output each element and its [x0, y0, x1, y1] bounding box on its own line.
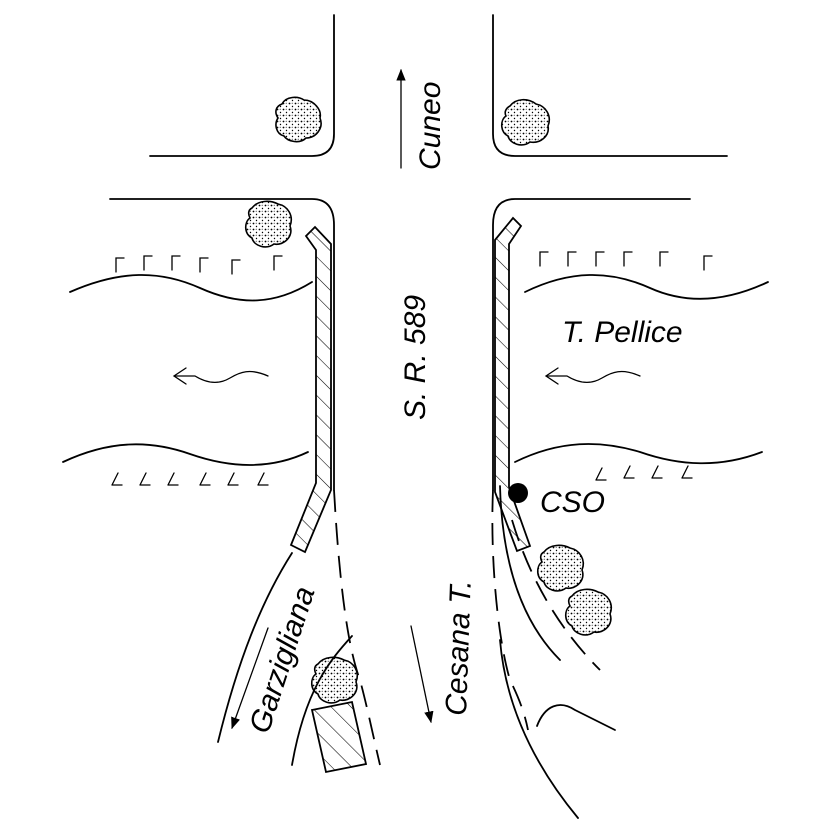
tree-icon	[244, 200, 293, 248]
southwest-hatched-block	[310, 700, 368, 774]
southwest-road-label: Garzigliana	[243, 583, 321, 738]
cso-marker	[508, 483, 528, 503]
south-road-label: Cesana T.	[440, 580, 478, 717]
east-parapet	[494, 216, 532, 553]
tree-icon	[536, 544, 585, 592]
river-label: T. Pellice	[562, 316, 683, 349]
north-road	[109, 14, 728, 491]
tree-icon	[275, 96, 322, 143]
river-banks	[62, 274, 769, 466]
trees	[244, 96, 613, 704]
north-road-label: Cuneo	[414, 82, 447, 170]
bridge-parapets	[289, 216, 532, 774]
main-road-label: S. R. 589	[399, 295, 432, 420]
west-parapet	[289, 225, 332, 554]
south-direction-arrow	[410, 625, 434, 724]
tree-icon	[564, 588, 613, 636]
river-flow-arrows	[172, 367, 641, 385]
tree-icon	[500, 98, 551, 146]
bank-ticks	[111, 251, 713, 486]
tree-icon	[310, 656, 359, 704]
cso-label: CSO	[540, 486, 605, 519]
southwest-direction-arrow	[231, 627, 269, 730]
